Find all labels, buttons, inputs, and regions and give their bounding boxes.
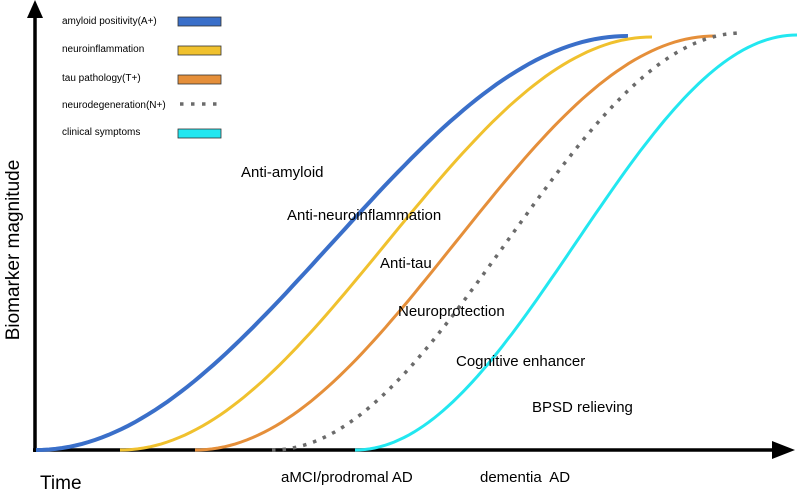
neuroinflammation-curve xyxy=(119,35,653,452)
legend-label-amyloid: amyloid positivity(A+) xyxy=(62,16,157,27)
therapy-bpsd-relieving: BPSD relieving xyxy=(532,399,633,416)
x-axis-label: Time xyxy=(40,473,82,494)
therapy-anti-amyloid: Anti-amyloid xyxy=(241,164,324,181)
neurodegeneration-curve xyxy=(271,31,743,452)
clinical-curve xyxy=(354,33,797,452)
legend-swatch-clinical xyxy=(177,128,222,139)
y-axis-label: Biomarker magnitude xyxy=(3,160,24,341)
tau-curve xyxy=(194,34,716,452)
stage-dementia: dementia AD xyxy=(480,469,570,486)
therapy-cognitive-enhancer: Cognitive enhancer xyxy=(456,353,585,370)
legend-swatch-neuroinflammation xyxy=(177,45,222,56)
therapy-neuroprotection: Neuroprotection xyxy=(398,303,505,320)
legend-label-neuroinflammation: neuroinflammation xyxy=(62,44,144,55)
y-axis-arrowhead xyxy=(27,0,43,18)
legend-label-clinical: clinical symptoms xyxy=(62,127,140,138)
legend: amyloid positivity(A+) neuroinflammation… xyxy=(62,16,222,139)
x-axis-arrowhead xyxy=(772,441,795,459)
therapy-anti-tau: Anti-tau xyxy=(380,255,432,272)
amyloid-curve xyxy=(35,34,629,452)
therapy-anti-neuroinflammation: Anti-neuroinflammation xyxy=(287,207,441,224)
legend-swatch-amyloid xyxy=(177,16,222,27)
legend-label-neurodegeneration: neurodegeneration(N+) xyxy=(62,100,166,111)
legend-label-tau: tau pathology(T+) xyxy=(62,73,141,84)
stage-amci-prodromal: aMCI/prodromal AD xyxy=(281,469,413,486)
legend-swatch-tau xyxy=(177,74,222,85)
